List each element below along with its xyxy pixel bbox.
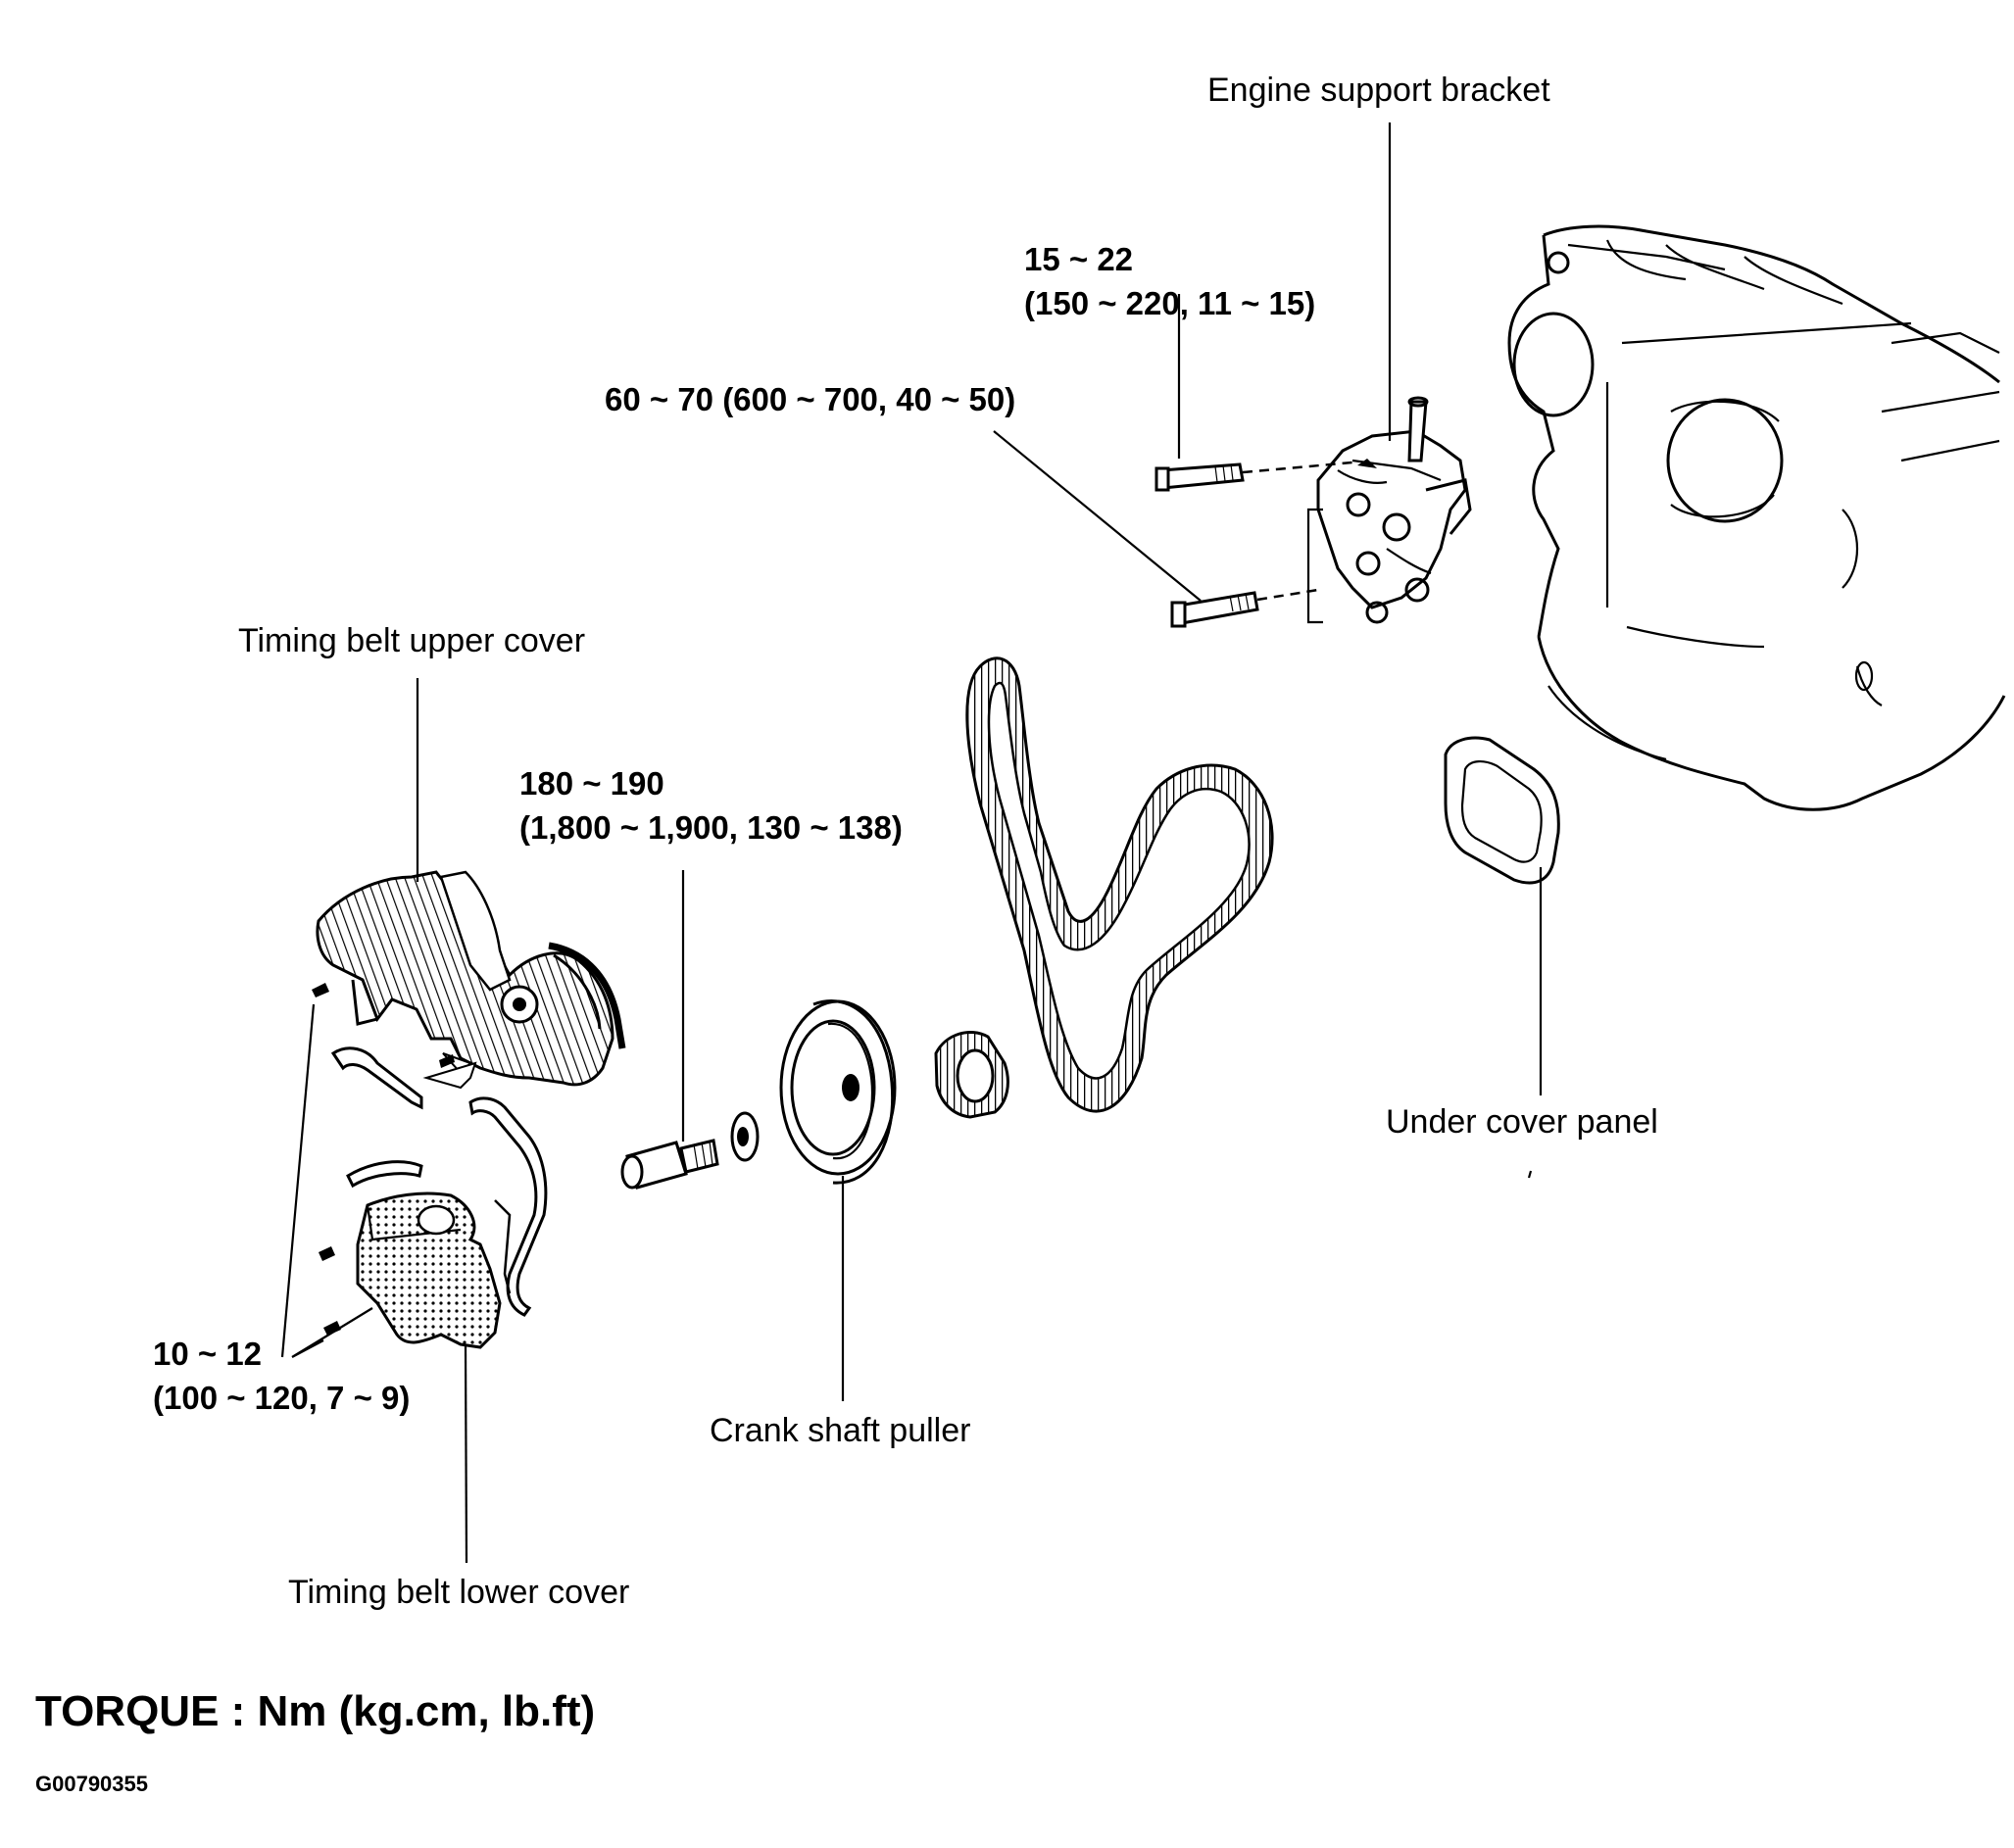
torque-line: 15 ~ 22 bbox=[1024, 241, 1134, 277]
torque-line: 60 ~ 70 (600 ~ 700, 40 ~ 50) bbox=[605, 381, 1016, 417]
cover-bolts bbox=[280, 983, 455, 1358]
figure-id: G00790355 bbox=[35, 1772, 148, 1796]
engine-block bbox=[1507, 224, 2006, 811]
under-cover-panel-label: Under cover panel bbox=[1386, 1103, 1658, 1141]
engine-support-bracket-label: Engine support bracket bbox=[1207, 72, 1550, 109]
bracket-bolt-upper bbox=[1154, 461, 1353, 492]
torque-line: (1,800 ~ 1,900, 130 ~ 138) bbox=[519, 808, 903, 846]
bracket-bolt-lower-torque: 60 ~ 70 (600 ~ 700, 40 ~ 50) bbox=[605, 378, 1015, 422]
timing-belt-lower-cover-drawing bbox=[356, 1191, 512, 1564]
under-cover-panel-drawing bbox=[1444, 736, 1560, 1179]
timing-belt-drawing bbox=[965, 657, 1274, 1113]
bracket-bolt-upper-torque: 15 ~ 22 (150 ~ 220, 11 ~ 15) bbox=[1024, 238, 1315, 325]
timing-belt-lower-cover-label: Timing belt lower cover bbox=[288, 1574, 630, 1611]
crank-bolt-torque: 180 ~ 190 (1,800 ~ 1,900, 130 ~ 138) bbox=[519, 762, 903, 850]
torque-line: (150 ~ 220, 11 ~ 15) bbox=[1024, 284, 1316, 321]
torque-line: 10 ~ 12 bbox=[153, 1336, 263, 1372]
engine-support-bracket-drawing bbox=[993, 122, 1472, 628]
torque-line: 180 ~ 190 bbox=[519, 765, 664, 802]
crankshaft-sprocket-drawing bbox=[934, 1031, 1009, 1119]
crank-bolt-drawing bbox=[620, 870, 760, 1190]
gasket-strips bbox=[330, 1046, 548, 1317]
timing-belt-upper-cover-drawing bbox=[316, 678, 626, 1090]
cover-bolts-torque: 10 ~ 12 (100 ~ 120, 7 ~ 9) bbox=[153, 1333, 410, 1420]
torque-units-legend: TORQUE : Nm (kg.cm, lb.ft) bbox=[35, 1687, 596, 1735]
crank-shaft-pulley-drawing bbox=[779, 999, 897, 1401]
torque-line: (100 ~ 120, 7 ~ 9) bbox=[153, 1379, 411, 1416]
crank-shaft-puller-label: Crank shaft puller bbox=[710, 1412, 971, 1449]
timing-belt-upper-cover-label: Timing belt upper cover bbox=[238, 622, 586, 659]
